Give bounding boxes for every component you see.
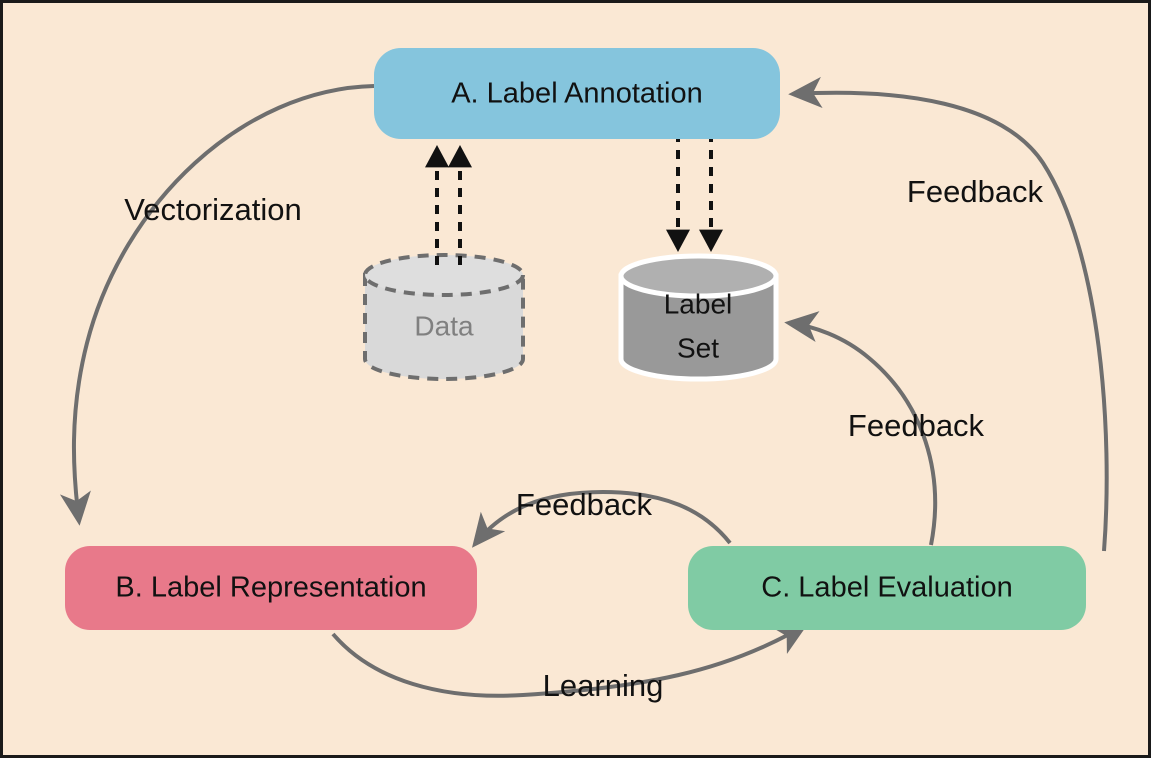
data-cylinder-label: Data bbox=[414, 310, 474, 341]
edge-vectorization-path bbox=[59, 84, 375, 526]
labelset-cylinder-label-line2: Set bbox=[677, 332, 719, 363]
edge-learning-path bbox=[331, 623, 809, 698]
cylinder-data: Data bbox=[363, 253, 525, 381]
edge-label-learning: Learning bbox=[543, 668, 664, 703]
node-label-representation[interactable]: B. Label Representation bbox=[65, 546, 477, 630]
edge-label-feedback-right: Feedback bbox=[907, 174, 1044, 209]
node-label-annotation-text: A. Label Annotation bbox=[451, 78, 703, 110]
edge-feedback-lower-path bbox=[471, 489, 732, 548]
edge-learning-group bbox=[331, 623, 809, 698]
data-cylinder-top bbox=[363, 253, 525, 297]
edge-feedback-right-path bbox=[788, 76, 1109, 552]
labelset-cylinder-label-line1: Label bbox=[664, 288, 733, 319]
node-label-evaluation-shape[interactable] bbox=[688, 546, 1086, 630]
labelset-cylinder-body bbox=[618, 273, 779, 382]
node-label-evaluation[interactable]: C. Label Evaluation bbox=[688, 546, 1086, 630]
edge-data-to-annotation-group bbox=[425, 144, 472, 265]
edge-label-feedback-middle: Feedback bbox=[848, 408, 985, 443]
edge-feedback-right-group bbox=[788, 76, 1109, 552]
node-label-annotation[interactable]: A. Label Annotation bbox=[374, 48, 780, 139]
node-label-annotation-shape[interactable] bbox=[374, 48, 780, 139]
edge-label-vectorization: Vectorization bbox=[124, 192, 302, 227]
edge-feedback-middle-path bbox=[784, 311, 938, 546]
labelset-cylinder-top bbox=[618, 253, 779, 299]
diagram-svg: Data Label Set A. Label Annotation B. La… bbox=[59, 48, 1109, 703]
edge-feedback-lower-group bbox=[471, 489, 732, 548]
cylinder-labelset: Label Set bbox=[618, 253, 779, 382]
node-label-representation-text: B. Label Representation bbox=[115, 572, 426, 604]
edge-vectorization-group bbox=[59, 84, 375, 526]
edge-label-feedback-lower: Feedback bbox=[516, 487, 653, 522]
edge-labels: Vectorization Feedback Feedback Feedback… bbox=[124, 174, 1043, 703]
data-cylinder-body bbox=[363, 273, 525, 381]
node-label-representation-shape[interactable] bbox=[65, 546, 477, 630]
edge-annotation-to-labelset-group bbox=[666, 133, 723, 253]
edge-feedback-middle-group bbox=[784, 311, 938, 546]
node-label-evaluation-text: C. Label Evaluation bbox=[761, 572, 1013, 604]
